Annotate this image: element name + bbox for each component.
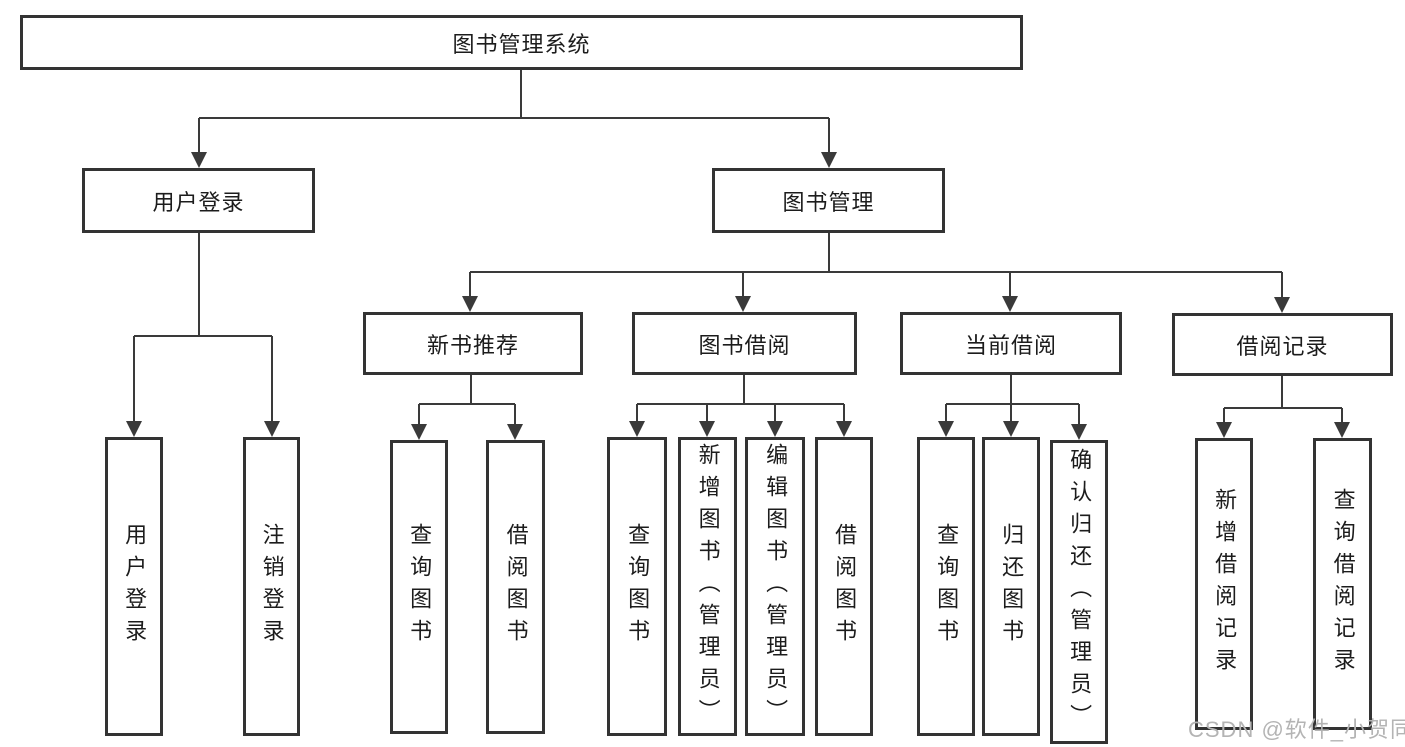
arrow-down-icon: [126, 421, 142, 437]
connector-line: [843, 404, 845, 421]
node-current-borrowing-label: 当前借阅: [964, 332, 1057, 358]
connector-line: [1224, 407, 1342, 409]
connector-line: [706, 404, 708, 421]
connector-line: [1010, 375, 1012, 405]
arrow-down-icon: [938, 421, 954, 437]
connector-line: [1341, 408, 1343, 422]
arrow-down-icon: [191, 152, 207, 168]
arrow-down-icon: [411, 424, 427, 440]
connector-line: [946, 403, 1079, 405]
leaf-label: 查询图书: [407, 523, 433, 651]
arrow-down-icon: [836, 421, 852, 437]
leaf-user-login-label: 用户登录: [122, 522, 148, 651]
connector-line: [742, 272, 744, 296]
leaf-label: 新增借阅记录: [1212, 488, 1238, 680]
arrow-down-icon: [507, 424, 523, 440]
leaf-label: 借阅图书: [503, 523, 529, 651]
connector-line: [198, 233, 200, 337]
leaf-current-query-books: 查询图书: [917, 437, 975, 736]
arrow-down-icon: [1071, 424, 1087, 440]
leaf-label: 查询借阅记录: [1330, 488, 1356, 680]
arrow-down-icon: [821, 152, 837, 168]
leaf-recommend-borrow-books: 借阅图书: [486, 440, 545, 734]
arrow-down-icon: [462, 296, 478, 312]
leaf-recommend-query-books: 查询图书: [390, 440, 448, 734]
leaf-logout: 注销登录: [243, 437, 300, 736]
arrow-down-icon: [1274, 297, 1290, 313]
connector-line: [514, 404, 516, 424]
node-new-book-recommend-label: 新书推荐: [426, 332, 519, 358]
connector-line: [418, 404, 420, 424]
node-new-book-recommend: 新书推荐: [363, 312, 583, 375]
node-root: 图书管理系统: [20, 15, 1023, 70]
leaf-add-borrow-record: 新增借阅记录: [1195, 438, 1253, 730]
connector-line: [828, 118, 830, 152]
leaf-borrowing-borrow-books: 借阅图书: [815, 437, 873, 736]
arrow-down-icon: [1003, 421, 1019, 437]
connector-line: [134, 335, 272, 337]
connector-line: [470, 375, 472, 405]
arrow-down-icon: [699, 421, 715, 437]
connector-line: [470, 271, 1282, 273]
leaf-label: 归还图书: [999, 522, 1025, 651]
leaf-borrowing-query-books: 查询图书: [607, 437, 667, 736]
connector-line: [1010, 404, 1012, 421]
connector-line: [945, 404, 947, 421]
connector-line: [828, 233, 830, 273]
connector-line: [1281, 272, 1283, 297]
csdn-watermark: CSDN @软件_小贺同学: [1188, 717, 1405, 742]
arrow-down-icon: [735, 296, 751, 312]
connector-line: [774, 404, 776, 421]
arrow-down-icon: [1002, 296, 1018, 312]
connector-line: [636, 404, 638, 421]
connector-line: [271, 336, 273, 421]
node-book-management-label: 图书管理: [782, 189, 875, 215]
arrow-down-icon: [629, 421, 645, 437]
arrow-down-icon: [264, 421, 280, 437]
node-user-login-label: 用户登录: [152, 189, 245, 215]
connector-line: [637, 403, 844, 405]
node-book-management: 图书管理: [712, 168, 945, 233]
node-current-borrowing: 当前借阅: [900, 312, 1122, 375]
node-root-label: 图书管理系统: [452, 31, 591, 57]
arrow-down-icon: [1334, 422, 1350, 438]
connector-line: [198, 118, 200, 152]
leaf-return-books: 归还图书: [982, 437, 1040, 736]
connector-line: [1223, 408, 1225, 422]
connector-line: [199, 117, 829, 119]
arrow-down-icon: [767, 421, 783, 437]
node-book-borrowing: 图书借阅: [632, 312, 857, 375]
leaf-label: 借阅图书: [832, 522, 858, 651]
leaf-add-books-admin: 新增图书（管理员）: [678, 437, 737, 736]
leaf-label: 查询图书: [625, 522, 651, 651]
connector-line: [133, 336, 135, 421]
node-borrow-records: 借阅记录: [1172, 313, 1393, 376]
leaf-label: 新增图书（管理员）: [695, 442, 721, 731]
connector-line: [1009, 272, 1011, 296]
connector-line: [743, 375, 745, 405]
node-book-borrowing-label: 图书借阅: [698, 332, 791, 358]
leaf-query-borrow-record: 查询借阅记录: [1313, 438, 1372, 730]
connector-line: [520, 70, 522, 118]
node-user-login: 用户登录: [82, 168, 315, 233]
leaf-label: 确认归还（管理员）: [1067, 448, 1093, 736]
leaf-edit-books-admin: 编辑图书（管理员）: [745, 437, 805, 736]
leaf-label: 查询图书: [934, 522, 960, 651]
connector-line: [419, 403, 515, 405]
connector-line: [469, 272, 471, 296]
connector-line: [1281, 376, 1283, 409]
connector-line: [1078, 404, 1080, 424]
node-borrow-records-label: 借阅记录: [1236, 333, 1329, 359]
leaf-confirm-return-admin: 确认归还（管理员）: [1050, 440, 1108, 744]
arrow-down-icon: [1216, 422, 1232, 438]
leaf-logout-label: 注销登录: [259, 522, 285, 651]
leaf-user-login: 用户登录: [105, 437, 163, 736]
leaf-label: 编辑图书（管理员）: [763, 442, 789, 731]
